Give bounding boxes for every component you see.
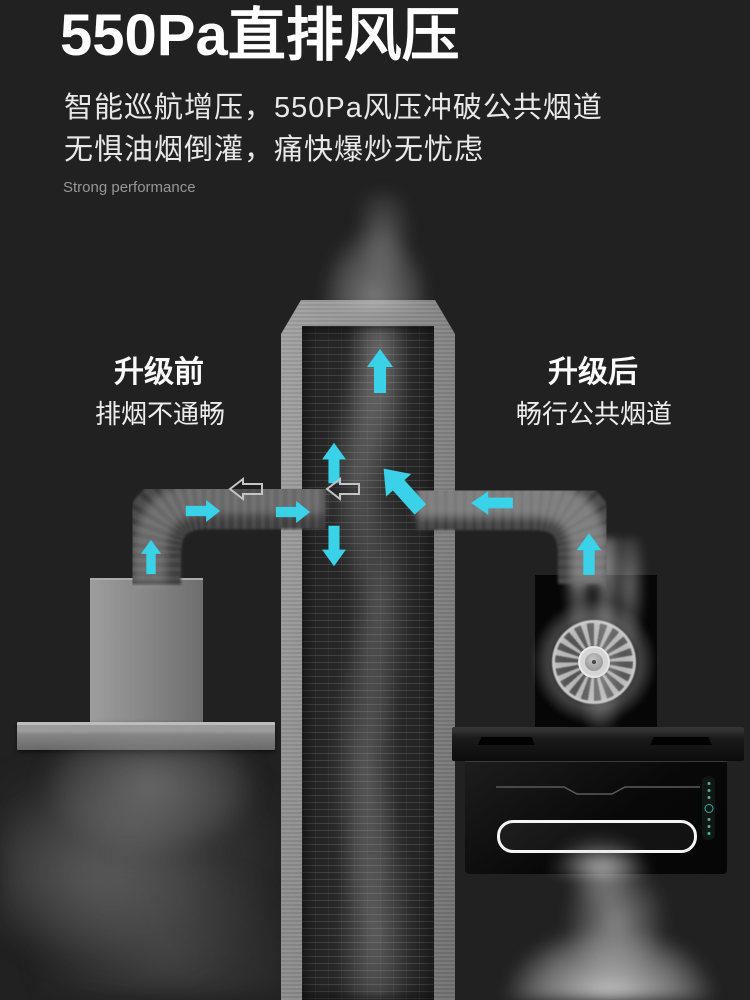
hood-control-strip xyxy=(702,776,715,840)
old-range-hood-chimney-body xyxy=(90,578,203,725)
arrow-down-icon xyxy=(322,525,346,567)
after-upgrade-title: 升级后 xyxy=(548,356,638,389)
subtitle-line-2: 无惧油烟倒灌，痛快爆炒无忧虑 xyxy=(64,134,485,166)
indicator-dot xyxy=(707,782,710,785)
chimney-brick-interior xyxy=(302,326,434,1000)
subtitle-line-1: 智能巡航增压，550Pa风压冲破公共烟道 xyxy=(64,92,603,124)
new-hood-duct xyxy=(416,468,620,584)
arrow-up-icon xyxy=(322,442,346,484)
page-title: 550Pa直排风压 xyxy=(60,3,460,68)
indicator-dot xyxy=(707,832,710,835)
hood-vent-slot-right xyxy=(650,737,712,745)
hood-vent-slot-left xyxy=(478,737,535,745)
indicator-dot xyxy=(707,818,710,821)
panel-groove-line xyxy=(496,786,700,795)
before-upgrade-title: 升级前 xyxy=(114,356,204,389)
after-upgrade-caption: 畅行公共烟道 xyxy=(515,399,673,429)
arrow-up-icon xyxy=(367,349,393,393)
indicator-dot xyxy=(707,789,710,792)
tagline: Strong performance xyxy=(63,179,196,196)
power-ring-indicator xyxy=(704,804,713,813)
before-upgrade-caption: 排烟不通畅 xyxy=(94,399,226,429)
indicator-dot xyxy=(707,796,710,799)
indicator-dot xyxy=(707,825,710,828)
